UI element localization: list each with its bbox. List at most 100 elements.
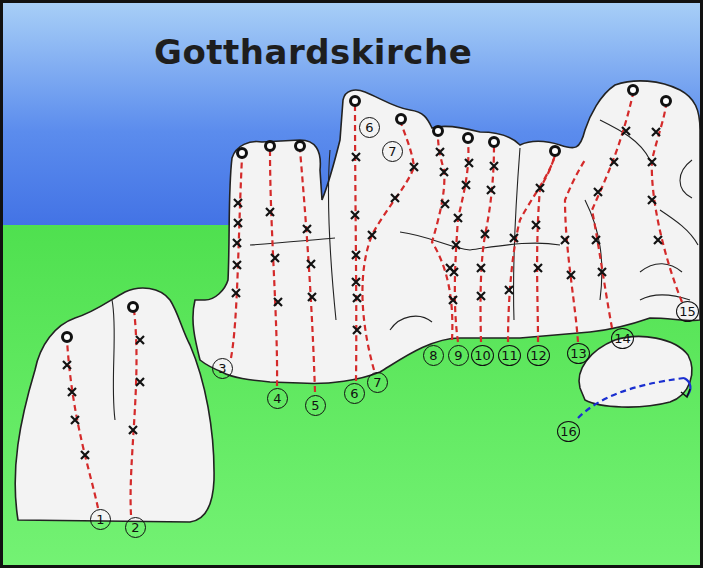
bolt-marker [561,236,569,244]
bolt-marker [352,251,360,259]
bolt-marker [233,261,241,269]
bolt-marker [68,388,76,396]
bolt-marker [648,196,656,204]
anchor-ring [351,97,360,106]
route-line [455,142,469,342]
rock [15,81,700,522]
callout-number: 7 [367,372,388,393]
callout-number: 2 [125,517,146,538]
route-line [565,160,585,342]
bolt-marker [234,219,242,227]
bolt-marker [481,230,489,238]
callout-number: 9 [448,345,469,366]
bolt-marker [351,211,359,219]
bolt-marker [598,268,606,276]
bolt-marker [307,260,315,268]
bolt-marker [63,361,71,369]
route-line [131,310,137,515]
bolt-marker [567,271,575,279]
bolt-marker [352,153,360,161]
topo-title: Gotthardskirche [154,32,472,72]
callout-number: 7 [382,141,403,162]
callout-number: 15 [676,301,699,322]
bolt-marker [368,231,376,239]
route-line [355,105,356,381]
route-line [537,155,555,342]
bolt-marker [232,289,240,297]
bolt-marker [271,254,279,262]
anchor-ring [629,86,638,95]
bolt-marker [303,225,311,233]
route-line [592,94,633,328]
bolt-marker [477,292,485,300]
anchor-ring [464,134,473,143]
boulder-route [684,378,690,396]
anchor-ring [397,115,406,124]
bolt-marker [234,199,242,207]
rock-crack [112,300,115,420]
bolt-marker [505,286,513,294]
bolt-marker [352,278,360,286]
bolt-marker [452,241,460,249]
callout-number: 5 [305,395,326,416]
bolt-marker [532,221,540,229]
callout-number: 14 [611,328,634,349]
bolt-marker [536,184,544,192]
anchor-ring [129,303,138,312]
bolt-marker [454,214,462,222]
bolt-marker [610,158,618,166]
boulder-route [578,378,690,418]
rock-crack [390,316,432,330]
route-line [432,135,452,340]
bolt-marker [129,426,137,434]
callout-number: 11 [498,345,521,366]
bolt-marker [81,451,89,459]
bolt-marker [490,162,498,170]
rock [15,288,214,522]
bolt-marker [477,264,485,272]
rock-crack [680,160,692,198]
bolt-marker [652,128,660,136]
route-line [67,340,98,508]
bolt-marker [391,194,399,202]
route-line [300,150,315,392]
bolt-marker [441,200,449,208]
rock-crack [328,150,336,320]
rock-crack [640,295,690,300]
callout-number: 4 [267,388,288,409]
route-line [231,157,242,358]
callout-number: 3 [212,358,233,379]
callout-number: 12 [527,345,550,366]
anchor-ring [63,86,671,342]
route-line [481,146,494,342]
route-line [270,150,277,386]
anchor-ring [238,149,247,158]
bolt-marker [462,181,470,189]
rock [579,336,692,407]
bolt-marker [410,163,418,171]
callout-number: 13 [567,343,590,364]
anchor-ring [296,142,305,151]
bolt-marker [510,234,518,242]
bolt-marker [353,294,361,302]
rock-crack [640,264,682,272]
anchor-ring [266,142,275,151]
bolt-marker [648,158,656,166]
bolt-marker [233,239,241,247]
callout-number: 1 [90,509,111,530]
bolt-marker [449,296,457,304]
bolt-marker [136,336,144,344]
route-line [508,155,555,342]
anchor-ring [551,147,560,156]
anchor-ring [63,333,72,342]
callout-number: 6 [359,117,380,138]
bolt-marker [622,127,630,135]
bolt-marker [308,293,316,301]
rock-crack [400,232,560,250]
anchor-ring [490,138,499,147]
rock-crack [112,120,698,420]
route-line [362,123,414,370]
bolt-marker [353,326,361,334]
